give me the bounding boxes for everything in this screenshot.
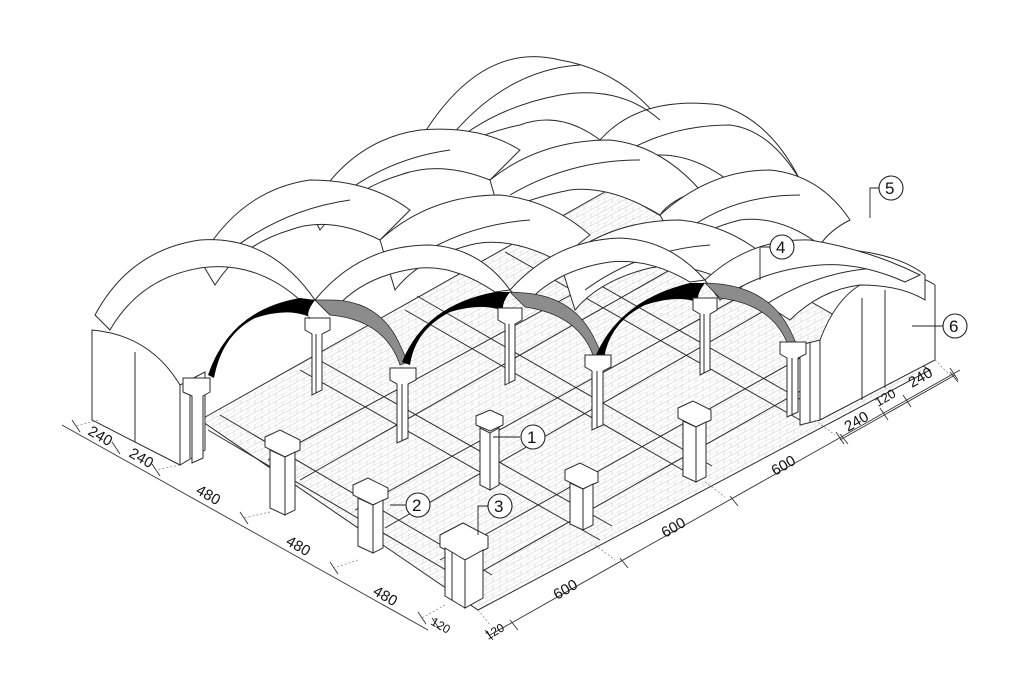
dim-front-2: 600 <box>551 576 581 603</box>
pier-edge <box>264 429 301 516</box>
dim-left-3: 480 <box>193 482 223 509</box>
pier-corner <box>439 522 489 609</box>
pier-edge <box>564 462 599 531</box>
dim-left-4: 480 <box>283 533 313 560</box>
pier-edge <box>677 400 712 483</box>
right-end-wall <box>799 274 936 426</box>
pier-interior <box>475 409 504 491</box>
pier <box>389 367 417 444</box>
callout-3: 3 <box>477 493 513 535</box>
pier <box>779 341 807 418</box>
barrel-vaults <box>94 56 926 331</box>
pier <box>304 317 331 396</box>
arcade-piers <box>182 297 807 464</box>
callout-6-label: 6 <box>949 317 958 336</box>
pier <box>182 377 211 464</box>
callout-3-label: 3 <box>494 497 503 516</box>
callout-1-label: 1 <box>527 428 536 447</box>
callout-6: 6 <box>912 313 968 339</box>
callouts: 1 2 3 4 5 6 <box>390 175 968 535</box>
callout-2-label: 2 <box>412 496 421 515</box>
callout-4-label: 4 <box>776 238 785 257</box>
callout-4: 4 <box>759 234 795 280</box>
pier <box>497 307 523 386</box>
dim-front-1: 120 <box>483 620 508 642</box>
dim-left-6: 120 <box>429 614 454 636</box>
callout-5: 5 <box>869 175 904 218</box>
arch-sections <box>208 282 798 378</box>
dim-left-5: 480 <box>370 583 400 610</box>
callout-5-label: 5 <box>885 179 894 198</box>
pier-edge <box>352 477 389 554</box>
pier <box>584 354 612 431</box>
callout-1: 1 <box>493 424 546 450</box>
callout-2: 2 <box>390 492 431 518</box>
pier <box>692 297 718 376</box>
front-piers <box>264 400 712 609</box>
